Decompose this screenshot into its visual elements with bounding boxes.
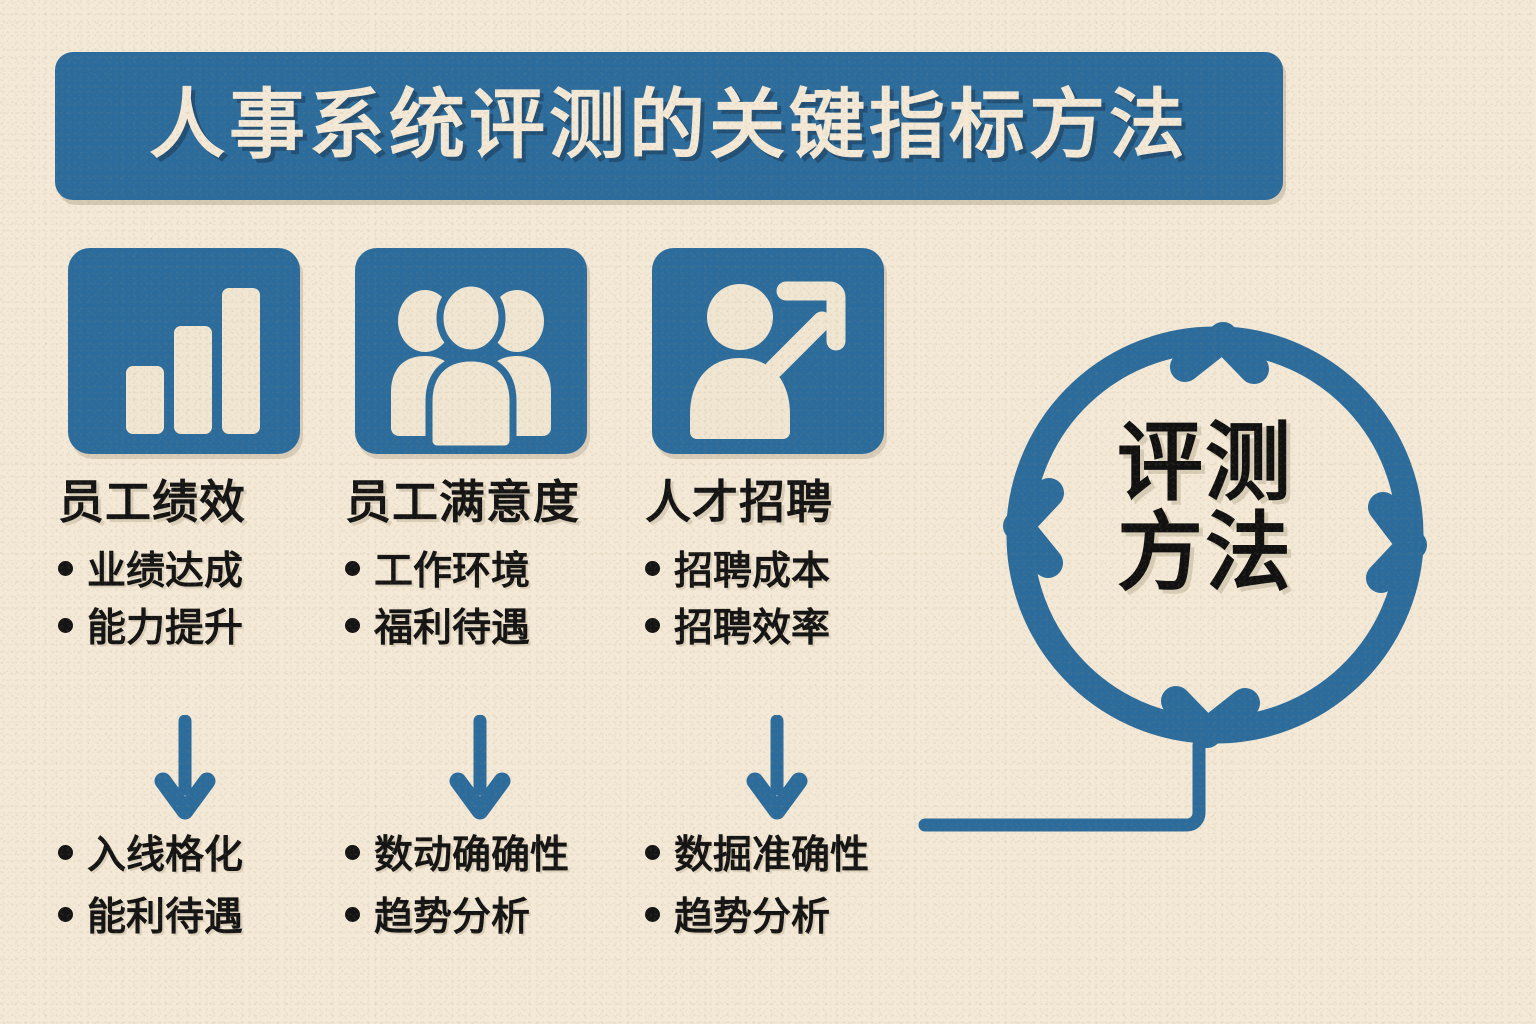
list-item: 能利待遇 — [58, 894, 378, 942]
list-item-label: 数动确确性 — [374, 834, 570, 877]
column-heading: 员工绩效 — [58, 476, 246, 528]
list-item: 业绩达成 — [58, 548, 358, 596]
cycle-arc-top-right — [1213, 326, 1424, 549]
list-item-label: 趋势分析 — [674, 895, 831, 939]
bullet-dot-icon — [345, 906, 360, 922]
list-item: 工作环境 — [345, 548, 645, 596]
bullet-list-top: 招聘成本 招聘效率 — [645, 548, 945, 653]
cycle-arc-bottom-right — [1201, 533, 1424, 744]
list-item-label: 能利待遇 — [87, 895, 244, 939]
bullet-dot-icon — [645, 906, 660, 922]
bullet-dot-icon — [345, 560, 360, 576]
bullet-dot-icon — [645, 845, 660, 860]
list-item: 能力提升 — [58, 605, 358, 653]
bullet-list-bottom-3: 数掘准确性 趋势分析 — [645, 832, 965, 955]
column-heading: 员工满意度 — [345, 476, 580, 528]
list-item: 福利待遇 — [345, 605, 645, 653]
cycle-center-line-2: 方法 — [1117, 505, 1293, 602]
page-title: 人事系统评测的关键指标方法 — [149, 83, 1189, 168]
bullet-dot-icon — [58, 560, 73, 576]
cycle-arc-bottom-left — [1006, 521, 1217, 744]
column-talent-recruitment: 人才招聘 招聘成本 招聘效率 — [645, 476, 945, 663]
list-item-label: 业绩达成 — [87, 549, 244, 593]
icon-tile-employee-performance — [68, 248, 300, 454]
title-banner: 人事系统评测的关键指标方法 — [55, 52, 1283, 200]
list-item-label: 能力提升 — [87, 607, 244, 651]
bullet-list-bottom-1: 入线格化 能利待遇 — [58, 832, 378, 955]
cycle-center-line-1: 评测 — [1117, 415, 1293, 511]
list-item: 数动确确性 — [345, 832, 665, 880]
flow-down-arrow-icon-3 — [745, 715, 809, 825]
column-employee-performance: 员工绩效 业绩达成 能力提升 — [58, 476, 358, 663]
list-item: 招聘效率 — [645, 605, 945, 653]
flow-down-arrow-icon-1 — [153, 715, 217, 825]
list-item-label: 数掘准确性 — [674, 834, 870, 877]
bullet-dot-icon — [345, 618, 360, 634]
cycle-center-label: 评测 方法 — [1035, 418, 1375, 599]
bullet-dot-icon — [58, 906, 73, 922]
icon-tile-employee-satisfaction — [355, 248, 587, 454]
cycle-arc-top-left — [1006, 326, 1229, 537]
list-item: 趋势分析 — [345, 894, 665, 942]
column-heading: 人才招聘 — [645, 476, 833, 528]
bullet-list-bottom-2: 数动确确性 趋势分析 — [345, 832, 665, 955]
list-item: 数掘准确性 — [645, 832, 965, 880]
cycle-feed-connector — [918, 738, 1206, 832]
person-growth-icon — [690, 281, 846, 439]
flow-down-arrow-icon-2 — [448, 715, 512, 825]
list-item: 入线格化 — [58, 832, 378, 880]
list-item-label: 工作环境 — [374, 549, 531, 593]
people-group-icon — [391, 279, 551, 453]
bullet-list-top: 工作环境 福利待遇 — [345, 548, 645, 653]
bar-chart-icon — [126, 288, 260, 434]
evaluation-cycle-diagram — [915, 245, 1515, 905]
bullet-dot-icon — [345, 845, 360, 860]
bullet-dot-icon — [645, 560, 660, 576]
bullet-dot-icon — [645, 618, 660, 634]
icon-tile-talent-recruitment — [652, 248, 884, 454]
bullet-dot-icon — [58, 845, 73, 860]
list-item-label: 趋势分析 — [374, 895, 531, 939]
list-item-label: 招聘效率 — [674, 607, 831, 651]
list-item: 招聘成本 — [645, 548, 945, 596]
list-item-label: 入线格化 — [87, 834, 244, 877]
column-employee-satisfaction: 员工满意度 工作环境 福利待遇 — [345, 476, 645, 663]
list-item-label: 招聘成本 — [674, 549, 831, 593]
bullet-list-top: 业绩达成 能力提升 — [58, 548, 358, 653]
list-item-label: 福利待遇 — [374, 607, 531, 651]
bullet-dot-icon — [58, 618, 73, 634]
list-item: 趋势分析 — [645, 894, 965, 942]
cycle-arrowhead-top — [1170, 322, 1269, 384]
